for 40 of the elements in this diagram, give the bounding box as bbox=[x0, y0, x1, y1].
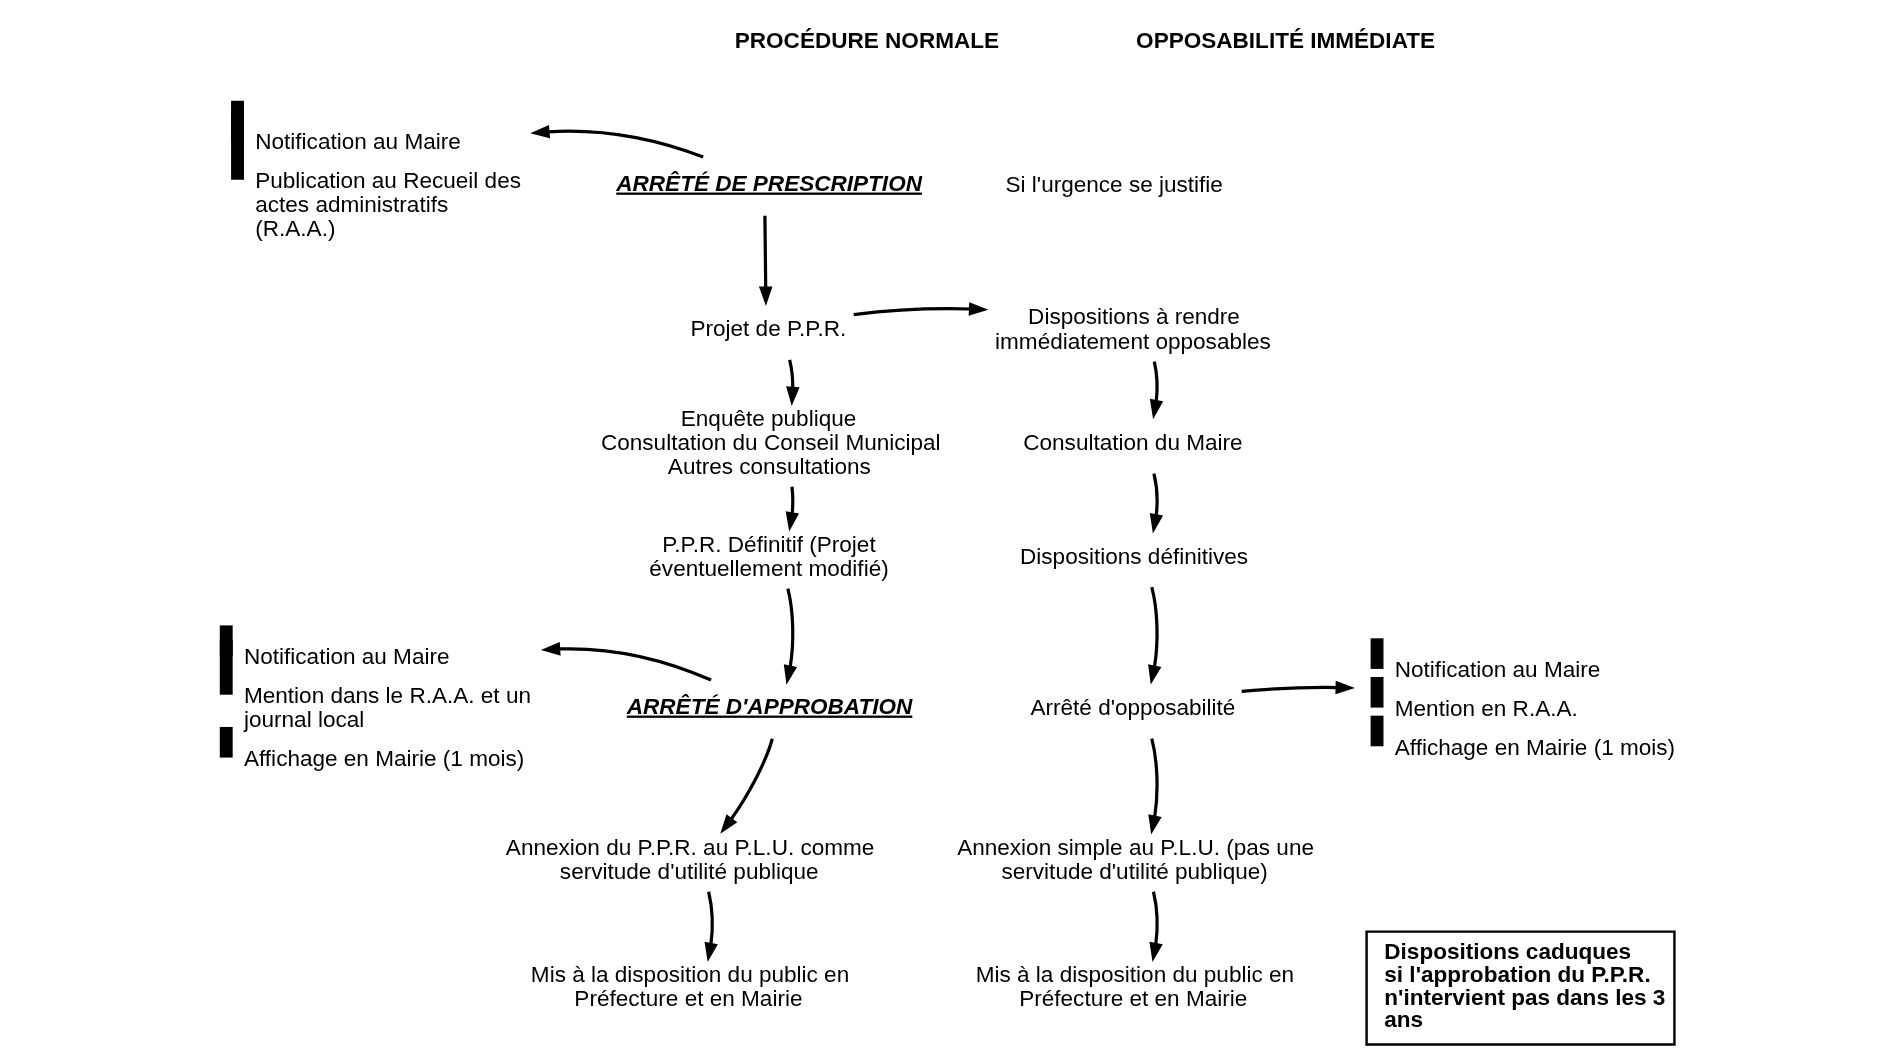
node-label: Mention dans le R.A.A. et un journal local bbox=[243, 683, 531, 733]
node-text: Enquête publique Consultation du Conseil Municipal Autres consultations bbox=[600, 405, 941, 480]
node-label: Mention en R.A.A. bbox=[1394, 695, 1578, 721]
label: PROCÉDURE NORMALE bbox=[734, 27, 999, 53]
node-label: Affichage en Mairie (1 mois) bbox=[243, 745, 524, 771]
node-label: Affichage en Mairie (1 mois) bbox=[1394, 734, 1675, 760]
node-label: Notification au Maire bbox=[254, 129, 461, 155]
arrow bbox=[529, 124, 704, 159]
arrow bbox=[1241, 680, 1355, 695]
node-text: P.P.R. Définitif (Projet éventuellement modifié) bbox=[648, 531, 889, 581]
arrow bbox=[1149, 361, 1163, 420]
arrow bbox=[853, 302, 988, 317]
node-text: Annexion du P.P.R. au P.L.U. comme servitude d'utilité publique bbox=[505, 834, 874, 884]
node-text: Annexion simple au P.L.U. (pas une servitude d'utilité publique) bbox=[956, 834, 1314, 884]
arrow bbox=[1149, 473, 1163, 534]
label: Si l'urgence se justifie bbox=[1005, 172, 1223, 198]
node-label: Notification au Maire bbox=[243, 644, 449, 670]
node-text: Projet de P.P.R. bbox=[689, 316, 846, 342]
node-label: Notification au Maire bbox=[1394, 657, 1600, 683]
arrow bbox=[758, 215, 772, 306]
arrow bbox=[785, 359, 800, 407]
node-text: Dispositions à rendre immédiatement opposables bbox=[994, 304, 1271, 354]
node-box: Dispositions caduques si l'approbation du P.P.R. n'intervient pas dans les 3 ans bbox=[1364, 930, 1676, 1046]
arrow bbox=[704, 891, 718, 963]
node-text: ARRÊTÉ D'APPROBATION bbox=[626, 693, 912, 719]
label: OPPOSABILITÉ IMMÉDIATE bbox=[1135, 27, 1435, 53]
arrow bbox=[719, 738, 774, 834]
node-text: Consultation du Maire bbox=[1022, 430, 1243, 456]
node-text: ARRÊTÉ DE PRESCRIPTION bbox=[615, 170, 922, 196]
arrow bbox=[785, 486, 799, 532]
arrow bbox=[540, 642, 712, 682]
node-text: Arrêté d'opposabilité bbox=[1030, 695, 1235, 721]
node-label: Publication au Recueil des actes administratifs (R.A.A.) bbox=[254, 168, 521, 242]
arrow bbox=[1148, 891, 1163, 963]
node-text: Mis à la disposition du public en Préfecture et en Mairie bbox=[975, 961, 1294, 1012]
arrow bbox=[1147, 586, 1161, 685]
node-text: Dispositions définitives bbox=[1019, 543, 1248, 569]
arrow bbox=[783, 588, 797, 685]
arrow bbox=[1147, 738, 1162, 835]
node-text: Mis à la disposition du public en Préfecture et en Mairie bbox=[530, 961, 849, 1012]
